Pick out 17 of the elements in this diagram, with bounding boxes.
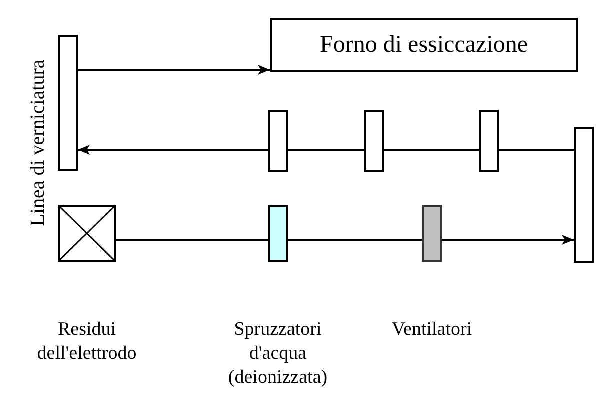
fan-box	[422, 205, 442, 262]
arrow	[78, 65, 270, 75]
process-box	[270, 18, 578, 72]
spray-box	[268, 205, 288, 262]
vertical-label: Linea di verniciatura	[27, 58, 49, 228]
station-box	[479, 110, 499, 172]
station-box	[574, 127, 594, 263]
node-label: Spruzzatori d'acqua (deionizzata)	[227, 318, 329, 390]
box-label: Forno di essiccazione	[320, 31, 528, 59]
station-box	[58, 35, 78, 171]
station-box	[268, 110, 288, 172]
station-box	[364, 110, 384, 172]
node-label: Ventilatori	[390, 318, 474, 342]
node-label: Residui dell'elettrodo	[36, 318, 138, 366]
arrow	[78, 145, 268, 155]
crossed-box	[58, 205, 116, 262]
arrow	[442, 235, 574, 245]
